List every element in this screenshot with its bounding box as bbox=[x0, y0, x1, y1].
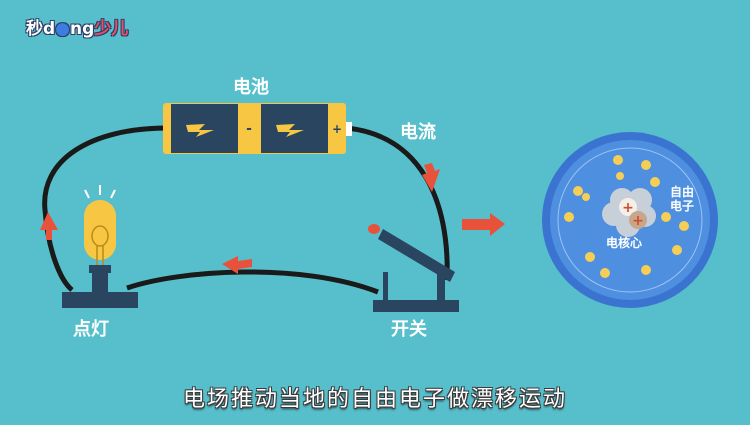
wire-right bbox=[345, 125, 450, 281]
wire-bottom bbox=[126, 269, 379, 295]
subtitle-caption: 电场推动当地的自由电子做漂移运动 bbox=[182, 387, 567, 412]
svg-text:-: - bbox=[246, 121, 252, 137]
free-electrons-line1: 自由 bbox=[670, 185, 695, 199]
switch-label: 开关 bbox=[391, 319, 427, 340]
brand-logo: 秒d●ng少儿 bbox=[26, 19, 129, 39]
battery-label: 电池 bbox=[233, 77, 269, 98]
wire-left bbox=[42, 125, 169, 292]
arrow-down-icon bbox=[422, 163, 440, 192]
switch-icon bbox=[368, 224, 459, 312]
arrow-left-icon bbox=[222, 256, 252, 274]
svg-text:+: + bbox=[622, 200, 634, 216]
nucleus-icon: + + bbox=[602, 188, 656, 237]
battery-icon: - + bbox=[163, 103, 352, 154]
arrow-up-icon bbox=[40, 212, 58, 240]
free-electrons-label: 自由 电子 bbox=[670, 185, 694, 213]
svg-text:+: + bbox=[332, 122, 342, 136]
svg-text:+: + bbox=[632, 213, 644, 229]
free-electrons-line2: 电子 bbox=[670, 199, 695, 213]
atom-icon: + + bbox=[542, 132, 718, 308]
arrow-right-icon bbox=[462, 213, 505, 236]
lamp-label: 点灯 bbox=[73, 319, 109, 340]
light-bulb-icon bbox=[62, 185, 138, 308]
nucleus-label: 电核心 bbox=[606, 236, 643, 250]
current-label: 电流 bbox=[400, 122, 436, 143]
electron-icons bbox=[564, 155, 689, 278]
